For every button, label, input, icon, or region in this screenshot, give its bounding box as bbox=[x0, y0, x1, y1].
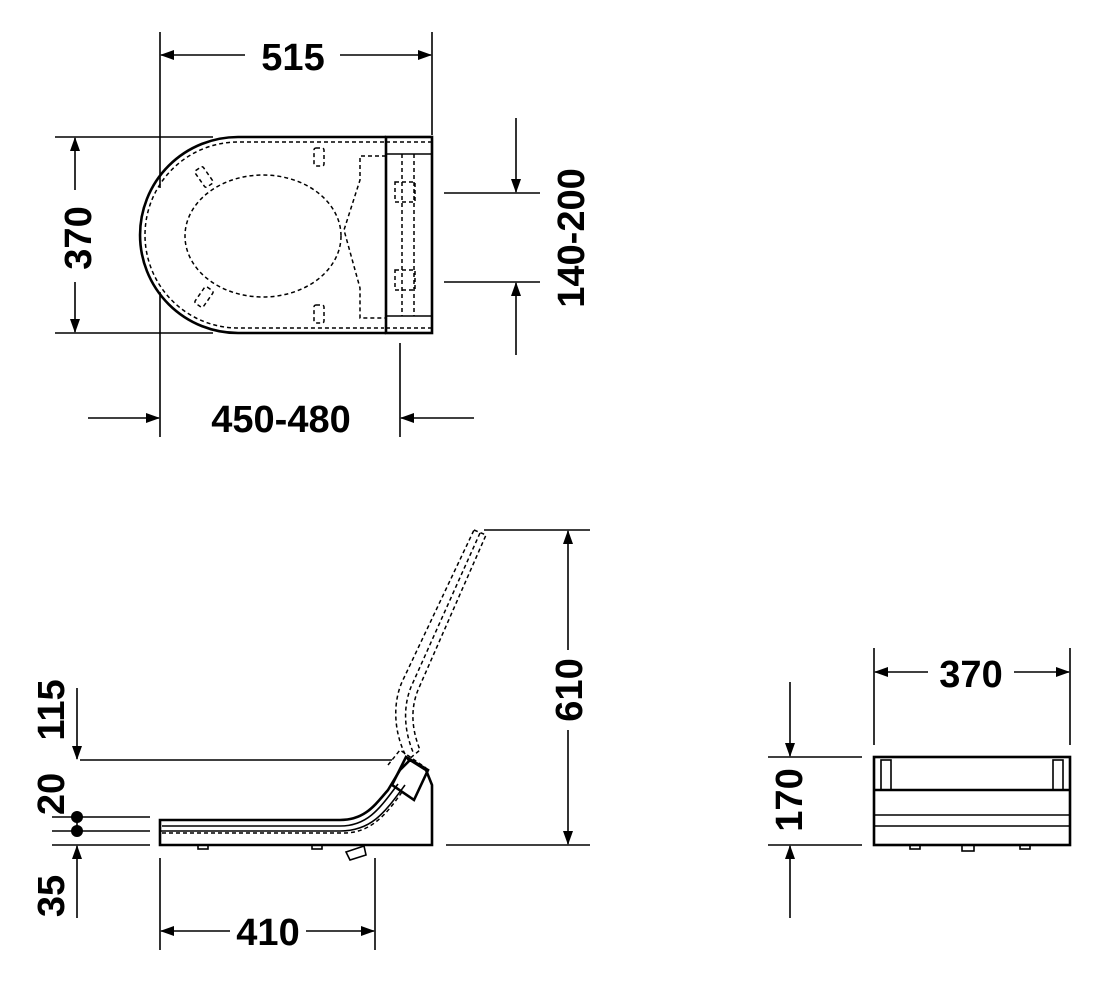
dimension-label-610: 610 bbox=[549, 658, 591, 721]
seat-front-outline bbox=[872, 755, 1072, 852]
dimension-label-170: 170 bbox=[769, 768, 811, 831]
dimension-depth-450-480: 450-480 bbox=[88, 399, 474, 441]
dimension-height-370: 370 bbox=[58, 137, 100, 333]
dimension-label-35: 35 bbox=[31, 875, 73, 917]
seat-top-outline bbox=[138, 135, 434, 335]
dimension-length-410: 410 bbox=[160, 912, 375, 954]
dimension-width-515: 515 bbox=[160, 37, 432, 79]
seat-side-profile bbox=[158, 529, 487, 861]
dimension-label-515: 515 bbox=[261, 37, 324, 79]
dimension-lid-height-610: 610 bbox=[549, 530, 591, 845]
dimension-stack-heights: 115 20 35 bbox=[31, 679, 83, 918]
top-view: 515 370 140-200 450-480 bbox=[55, 32, 593, 441]
dimension-mount-140-200: 140-200 bbox=[511, 118, 593, 355]
dimension-label-140-200: 140-200 bbox=[551, 168, 593, 307]
dimension-front-width-370: 370 bbox=[874, 654, 1070, 696]
dimension-label-450-480: 450-480 bbox=[211, 399, 350, 441]
dimension-label-370-vertical: 370 bbox=[58, 206, 100, 269]
dimension-label-410: 410 bbox=[236, 912, 299, 954]
side-view: 610 115 20 35 410 bbox=[31, 529, 591, 954]
dimension-label-115: 115 bbox=[31, 679, 73, 740]
front-view: 370 170 bbox=[768, 648, 1072, 918]
dimension-label-20: 20 bbox=[31, 773, 73, 815]
dimension-front-height-170: 170 bbox=[769, 682, 811, 918]
dimension-label-370-front: 370 bbox=[939, 654, 1002, 696]
